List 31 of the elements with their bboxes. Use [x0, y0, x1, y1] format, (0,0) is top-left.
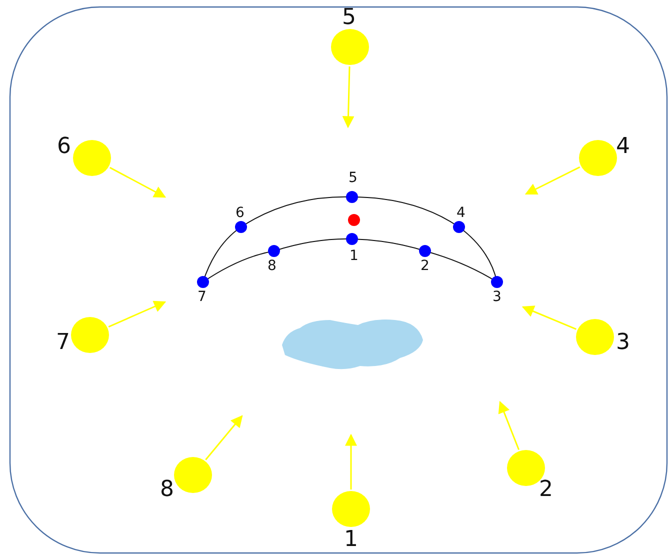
point-number: 7	[198, 290, 206, 304]
sun-disc	[579, 140, 617, 176]
source-number: 4	[616, 136, 630, 158]
sun-disc	[331, 29, 369, 65]
point-number: 1	[350, 249, 358, 263]
sun-disc	[576, 319, 614, 355]
source-number: 5	[342, 7, 356, 29]
source-number: 6	[57, 136, 71, 158]
arrow	[110, 166, 166, 198]
sun-disc	[332, 491, 370, 527]
sun-disc	[73, 140, 111, 176]
point-number: 3	[492, 290, 502, 304]
source-number: 7	[56, 332, 70, 354]
source-number: 8	[160, 479, 174, 501]
source-number: 3	[616, 332, 630, 354]
sun-disc	[174, 457, 212, 493]
sun-disc	[71, 317, 109, 353]
arrow	[108, 300, 166, 328]
point-number: 5	[348, 171, 358, 185]
point-number: 4	[456, 206, 466, 220]
point-number: 8	[268, 259, 276, 273]
source-number: 2	[539, 479, 553, 501]
arrow	[345, 434, 357, 490]
point-number: 2	[420, 259, 430, 273]
arrow	[522, 306, 576, 330]
arrow	[524, 166, 580, 195]
arrow	[205, 415, 243, 460]
arrow	[498, 400, 520, 450]
source-number: 1	[344, 529, 358, 551]
arrow	[342, 66, 354, 128]
point-number: 6	[236, 206, 244, 220]
